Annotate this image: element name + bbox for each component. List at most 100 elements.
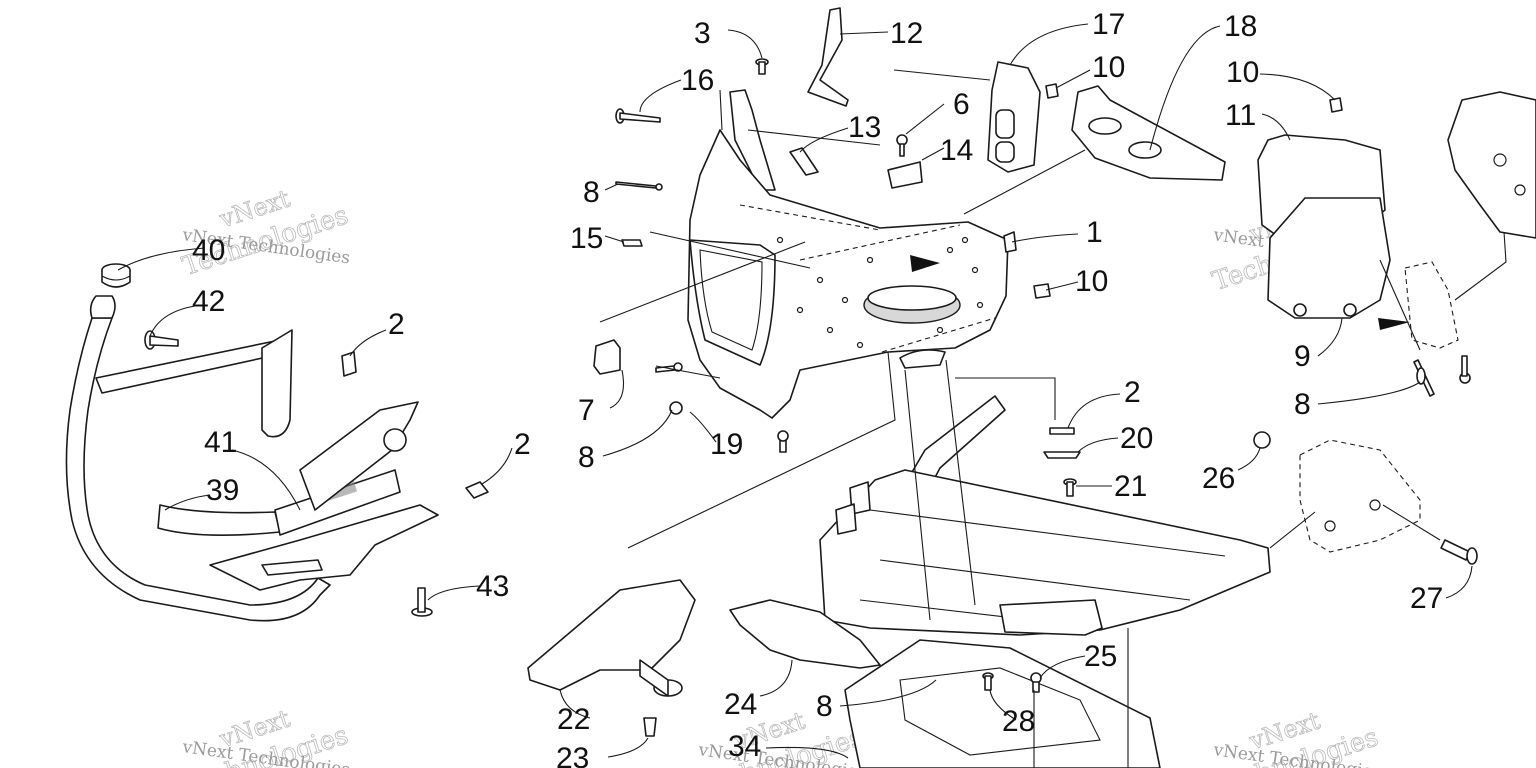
bulkhead-window-frame: [689, 239, 776, 366]
bumper-tube-top: [89, 295, 116, 319]
nut-10a: [1045, 83, 1059, 99]
callout-21: 21: [1114, 470, 1147, 503]
bracket-14: [887, 161, 923, 189]
casting-hole: [1493, 153, 1507, 167]
callout-8: 8: [583, 176, 600, 209]
callout-26: 26: [1202, 462, 1235, 495]
bulkhead-holes: [776, 236, 984, 349]
direction-arrow: [910, 255, 940, 272]
callout-34: 34: [728, 730, 761, 763]
callout-40: 40: [192, 234, 225, 267]
callout-6: 6: [953, 88, 970, 121]
front-bulkhead-assembly: [593, 7, 1226, 497]
callout-labels: 1 2 2 2 3 6 7 8 8 8 8 9 10 10 10 11 12 1…: [192, 8, 1443, 768]
frame-tab-b: [835, 503, 857, 535]
rivet-23: [643, 717, 657, 737]
bumper-lower-tube: [157, 504, 281, 536]
callout-11: 11: [1225, 99, 1256, 132]
callout-39: 39: [206, 474, 239, 507]
bulkhead-panel-1: [687, 129, 1009, 419]
rivet-15: [621, 239, 643, 247]
bumper-pivot: [383, 428, 407, 452]
grommet-26: [1253, 431, 1271, 449]
casting-hole: [1514, 184, 1526, 196]
callout-8: 8: [816, 690, 833, 723]
frame-hole: [1324, 520, 1336, 532]
frame-outline-dashed: [1299, 439, 1421, 553]
callout-2: 2: [1124, 376, 1141, 409]
callout-10: 10: [1092, 51, 1125, 84]
box-9-plate: [1267, 197, 1391, 319]
callout-10: 10: [1075, 265, 1108, 298]
bumper-skid-plate: [274, 469, 401, 536]
bolt-3: [755, 58, 769, 75]
clip-2a: [341, 351, 357, 377]
callout-25: 25: [1084, 640, 1117, 673]
screw-6: [896, 134, 908, 157]
callout-23: 23: [556, 742, 589, 768]
rivet-8d: [1413, 359, 1435, 397]
bumper-crossbar: [95, 339, 291, 394]
front-bumper-assembly: [65, 263, 489, 622]
panel-18-hole-b: [1128, 141, 1162, 159]
main-frame-assembly: [527, 395, 1478, 768]
callout-9: 9: [1294, 340, 1311, 373]
nut-10c: [1329, 97, 1343, 113]
bolt-42: [144, 330, 179, 350]
side-panel-upper: [729, 89, 776, 191]
callout-10: 10: [1226, 56, 1259, 89]
bumper-block-7: [593, 339, 621, 375]
grommet-40: [101, 263, 131, 288]
callout-20: 20: [1120, 422, 1153, 455]
box-dashed-outline: [1404, 261, 1459, 349]
callout-12: 12: [890, 17, 923, 50]
window-inner: [699, 249, 763, 351]
headlight-lens-1: [995, 109, 1015, 139]
bumper-tab: [261, 559, 323, 576]
callout-2: 2: [514, 428, 531, 461]
bolt-19: [669, 401, 789, 453]
callout-19: 19: [710, 428, 743, 461]
callout-16: 16: [681, 64, 714, 97]
bulkhead-cutout: [899, 349, 946, 369]
clip-1: [1003, 231, 1017, 253]
bracket-24: [729, 599, 881, 669]
washer-20: [1043, 451, 1081, 459]
callout-17: 17: [1092, 8, 1125, 41]
frame-hole: [1369, 499, 1381, 511]
callout-8: 8: [1294, 388, 1311, 421]
callout-8: 8: [578, 441, 595, 474]
bolt-right-edge: [1459, 355, 1471, 384]
frame-side-rail: [819, 469, 1271, 636]
casting-right: [1447, 91, 1536, 239]
bumper-mount-plate: [261, 329, 293, 438]
storage-box-assembly: [1257, 91, 1536, 397]
callout-1: 1: [1086, 216, 1103, 249]
bumper-tube: [65, 317, 331, 622]
bolt-25: [1030, 672, 1042, 693]
bracket-22: [527, 579, 696, 691]
nut-2c: [465, 481, 489, 499]
frame-lower-plate: [844, 639, 1161, 768]
callout-2: 2: [388, 308, 405, 341]
bolt-27: [1440, 539, 1478, 565]
callout-3: 3: [694, 17, 711, 50]
clip-2b: [1049, 427, 1075, 435]
callout-7: 7: [578, 394, 595, 427]
bolt-21: [1063, 478, 1077, 497]
mount-12: [807, 7, 849, 107]
callout-27: 27: [1410, 582, 1443, 615]
callout-13: 13: [848, 111, 881, 144]
box-9-mount: [1343, 303, 1357, 317]
rivet-8a: [615, 181, 663, 191]
decal-13: [789, 147, 819, 176]
bolt-16: [615, 108, 661, 124]
bulkhead-top-outline: [739, 204, 881, 231]
callout-14: 14: [940, 134, 973, 167]
callout-24: 24: [724, 688, 757, 721]
callout-43: 43: [476, 570, 509, 603]
headlight-lens-2: [995, 141, 1015, 163]
callout-41: 41: [204, 426, 237, 459]
callout-15: 15: [570, 222, 603, 255]
